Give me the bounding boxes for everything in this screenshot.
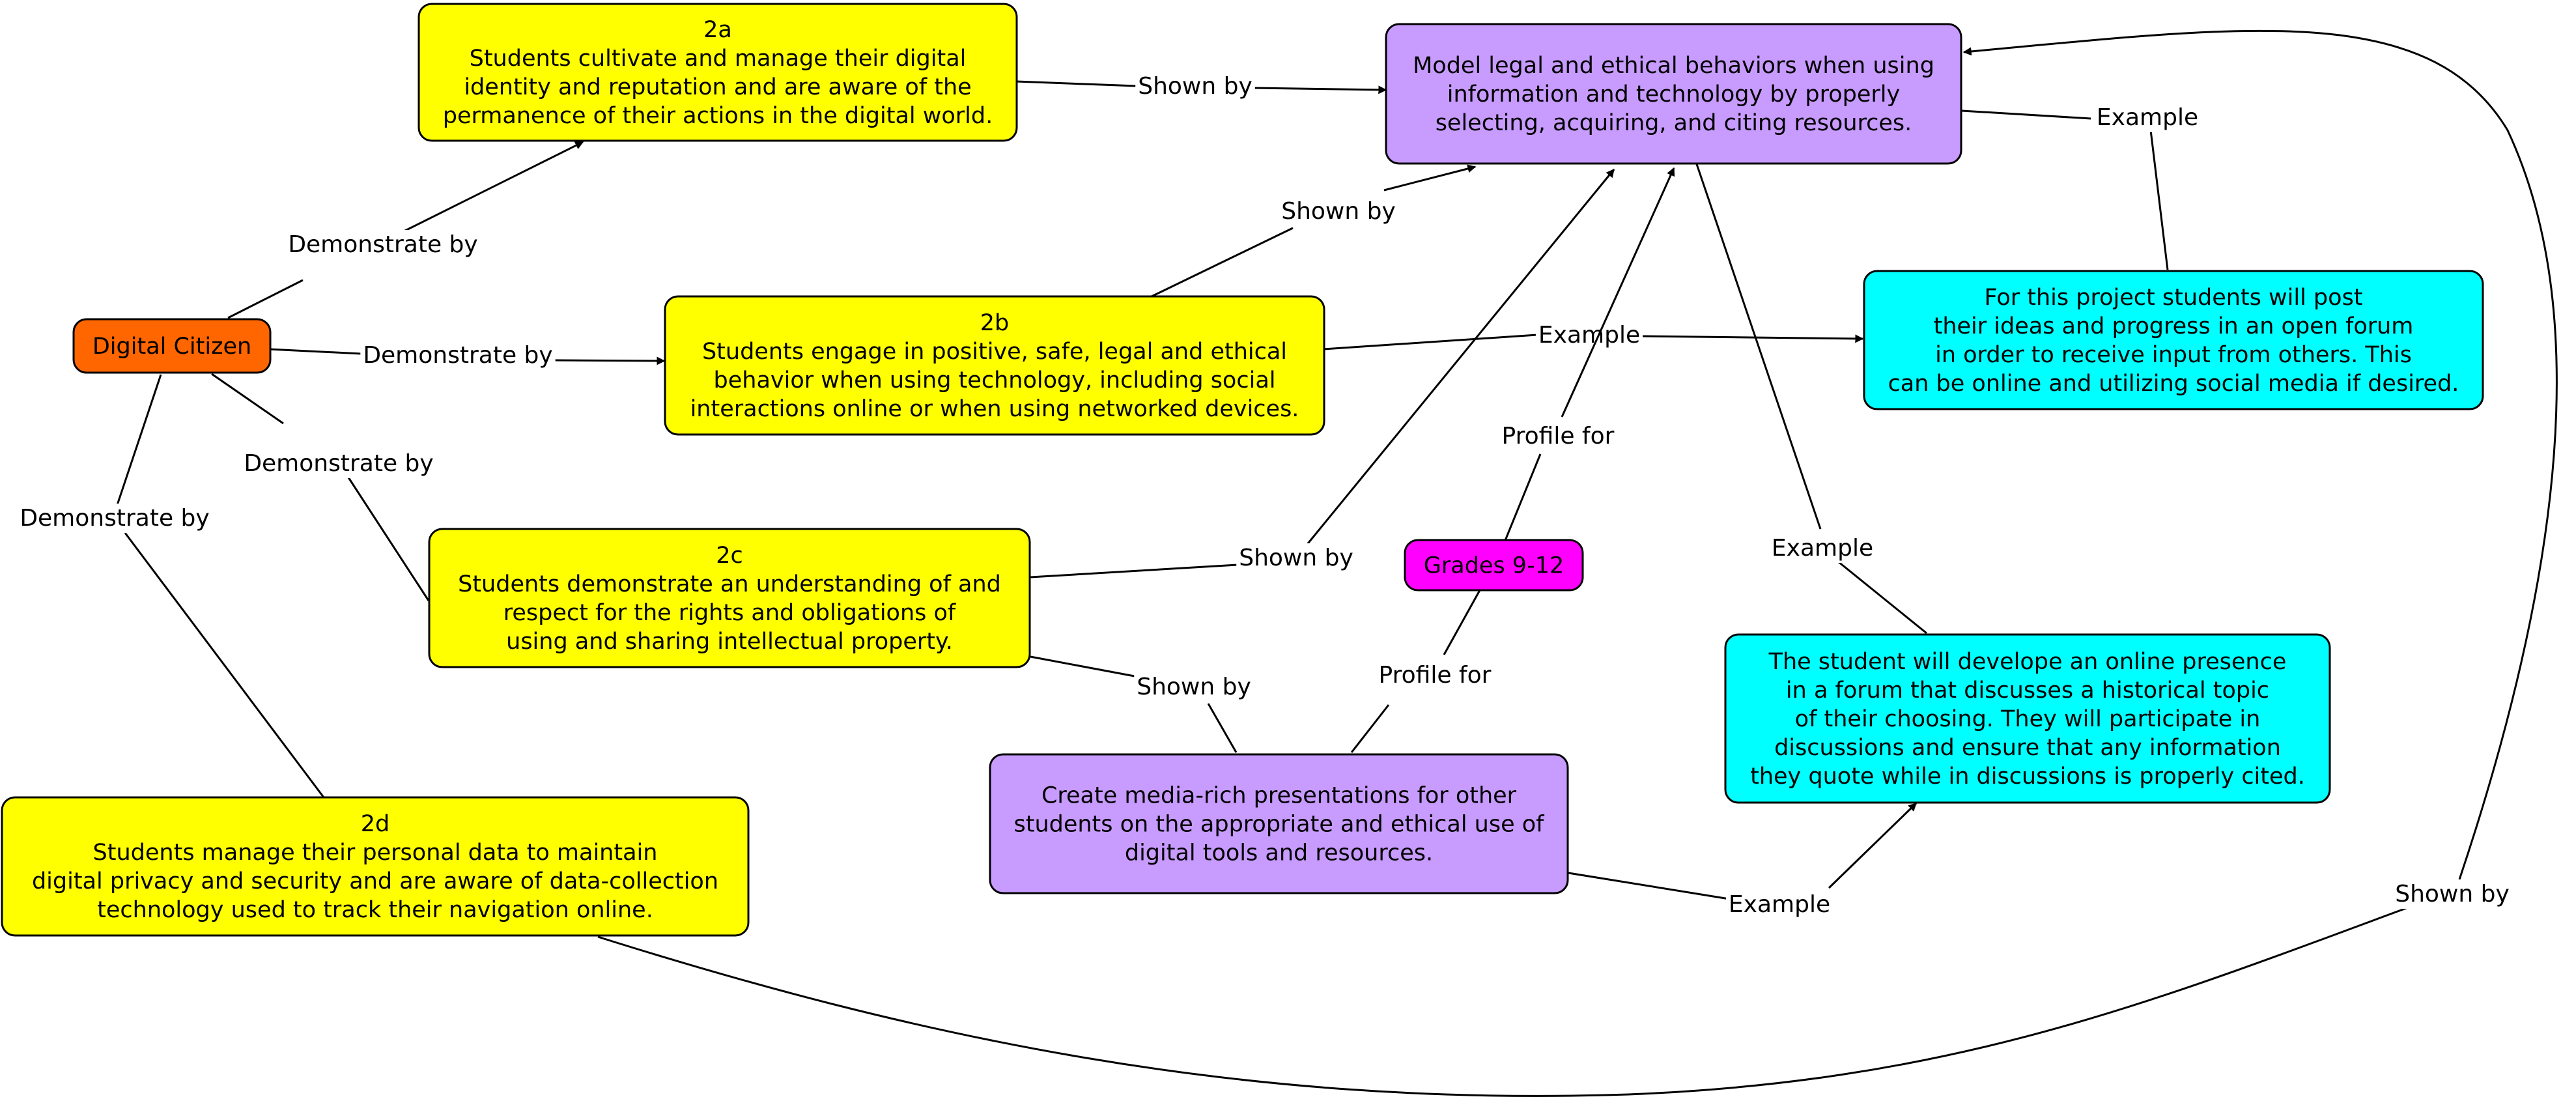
- edge-label-background: [2093, 103, 2201, 132]
- node-grades-9-12-box: [1404, 539, 1584, 592]
- edge-label-dc-2d: Demonstrate by: [20, 505, 209, 532]
- edge-label-2b-forum: Example: [1538, 322, 1640, 349]
- edge-label-model-presence: Example: [1772, 535, 1873, 562]
- edge-label-background: [285, 230, 481, 259]
- node-online-presence-example-line: in a forum that discusses a historical t…: [1786, 678, 2269, 704]
- node-create-media-rich-line: students on the appropriate and ethical …: [1013, 812, 1544, 838]
- node-model-legal-ethical-line: information and technology by properly: [1447, 81, 1900, 107]
- node-standard-2a-line: permanence of their actions in the digit…: [443, 103, 993, 129]
- node-model-legal-ethical-box: [1385, 23, 1962, 165]
- edge-model-presence: Example: [1695, 164, 1927, 635]
- node-standard-2d-box: [1, 796, 750, 937]
- node-standard-2c-line: using and sharing intellectual property.: [506, 629, 953, 655]
- edge-dc-2a: Demonstrate by: [227, 141, 584, 319]
- node-online-presence-example-line: they quote while in discussions is prope…: [1750, 764, 2305, 790]
- edge-2b-model: Shown by: [1151, 164, 1477, 298]
- node-standard-2c-box: [428, 528, 1031, 668]
- edge-2c-model: Shown by: [1030, 168, 1615, 578]
- node-create-media-rich-line: digital tools and resources.: [1125, 840, 1433, 866]
- edge-label-background: [1279, 197, 1398, 226]
- node-standard-2d-line: 2d: [361, 811, 390, 837]
- edge-dc-2c: Demonstrate by: [211, 373, 436, 601]
- edge-label-dc-2c: Demonstrate by: [244, 450, 433, 477]
- node-create-media-rich: Create media-rich presentations for othe…: [989, 753, 1569, 894]
- edge-label-background: [1499, 421, 1617, 451]
- node-standard-2a-box: [418, 3, 1018, 142]
- node-model-legal-ethical: Model legal and ethical behaviors when u…: [1385, 23, 1962, 165]
- edge-label-2c-media: Shown by: [1137, 674, 1251, 700]
- node-standard-2a-line: identity and reputation and are aware of…: [464, 74, 971, 100]
- node-forum-project-example-line: in order to receive input from others. T…: [1935, 342, 2412, 368]
- edge-media-presence: Example: [1568, 802, 1918, 919]
- node-model-legal-ethical-line: selecting, acquiring, and citing resourc…: [1436, 110, 1912, 136]
- edge-2d-model: Shown by: [597, 29, 2558, 1097]
- node-standard-2b-line: 2b: [980, 310, 1010, 336]
- node-standard-2a-line: 2a: [703, 17, 732, 43]
- edge-grades-model: Profile for: [1499, 167, 1675, 543]
- edge-label-background: [1376, 661, 1494, 690]
- edge-2a-model: Shown by: [1015, 72, 1387, 101]
- edge-label-2c-model: Shown by: [1239, 545, 1353, 571]
- node-standard-2b-line: interactions online or when using networ…: [690, 396, 1299, 422]
- edge-label-background: [1768, 534, 1876, 563]
- edge-2b-forum: Example: [1323, 321, 1864, 350]
- edge-label-model-forum: Example: [2097, 104, 2198, 131]
- edge-label-grades-media: Profile for: [1379, 662, 1492, 689]
- node-standard-2a-line: Students cultivate and manage their digi…: [470, 46, 967, 72]
- node-create-media-rich-line: Create media-rich presentations for othe…: [1041, 783, 1517, 809]
- node-standard-2b-line: behavior when using technology, includin…: [714, 367, 1276, 393]
- edge-label-background: [1134, 672, 1254, 702]
- edge-dc-2d: Demonstrate by: [17, 374, 325, 798]
- node-grades-9-12-line: Grades 9-12: [1424, 553, 1564, 579]
- node-forum-project-example-line: their ideas and progress in an open foru…: [1934, 313, 2414, 339]
- edge-dc-2b: Demonstrate by: [268, 341, 666, 370]
- node-standard-2d-line: Students manage their personal data to m…: [93, 840, 658, 866]
- node-forum-project-example: For this project students will posttheir…: [1863, 270, 2484, 410]
- node-online-presence-example-line: discussions and ensure that any informat…: [1774, 735, 2281, 761]
- edge-label-2a-model: Shown by: [1138, 73, 1253, 100]
- edge-label-2b-model: Shown by: [1281, 198, 1396, 225]
- edge-label-background: [17, 504, 212, 533]
- edge-label-background: [360, 341, 556, 370]
- edge-grades-media: Profile for: [1350, 590, 1494, 753]
- node-standard-2d-line: technology used to track their navigatio…: [97, 897, 653, 923]
- node-forum-project-example-line: can be online and utilizing social media…: [1888, 371, 2459, 397]
- node-model-legal-ethical-line: Model legal and ethical behaviors when u…: [1413, 53, 1934, 79]
- edge-model-forum: Example: [1961, 103, 2201, 270]
- edge-label-media-presence: Example: [1729, 891, 1830, 918]
- node-create-media-rich-box: [989, 753, 1569, 894]
- node-digital-citizen-box: [72, 318, 272, 374]
- edge-label-background: [1236, 543, 1356, 573]
- node-standard-2c-line: 2c: [716, 543, 743, 569]
- node-online-presence-example-line: of their choosing. They will participate…: [1795, 706, 2261, 732]
- edge-label-background: [1535, 321, 1643, 350]
- node-online-presence-example-box: [1724, 633, 2331, 804]
- node-standard-2d-line: digital privacy and security and are awa…: [32, 868, 718, 894]
- edge-label-background: [2392, 879, 2512, 909]
- node-standard-2b-line: Students engage in positive, safe, legal…: [702, 339, 1287, 365]
- node-online-presence-example-line: The student will develope an online pres…: [1768, 649, 2287, 675]
- node-digital-citizen: Digital Citizen: [72, 318, 272, 374]
- node-standard-2c-line: respect for the rights and obligations o…: [503, 600, 956, 626]
- edge-label-background: [241, 449, 436, 478]
- edge-label-dc-2a: Demonstrate by: [288, 231, 477, 258]
- node-forum-project-example-line: For this project students will post: [1984, 285, 2362, 311]
- edge-label-background: [1135, 72, 1255, 101]
- edge-label-dc-2b: Demonstrate by: [363, 342, 552, 369]
- node-online-presence-example: The student will develope an online pres…: [1724, 633, 2331, 804]
- node-digital-citizen-line: Digital Citizen: [92, 334, 251, 360]
- edge-label-background: [1725, 890, 1833, 919]
- node-forum-project-example-box: [1863, 270, 2484, 410]
- edge-label-grades-model: Profile for: [1502, 423, 1615, 450]
- edge-label-2d-model: Shown by: [2395, 881, 2510, 907]
- node-standard-2b-box: [664, 295, 1325, 436]
- node-grades-9-12: Grades 9-12: [1404, 539, 1584, 592]
- edge-2c-media: Shown by: [1030, 655, 1254, 753]
- node-standard-2c-line: Students demonstrate an understanding of…: [458, 571, 1001, 597]
